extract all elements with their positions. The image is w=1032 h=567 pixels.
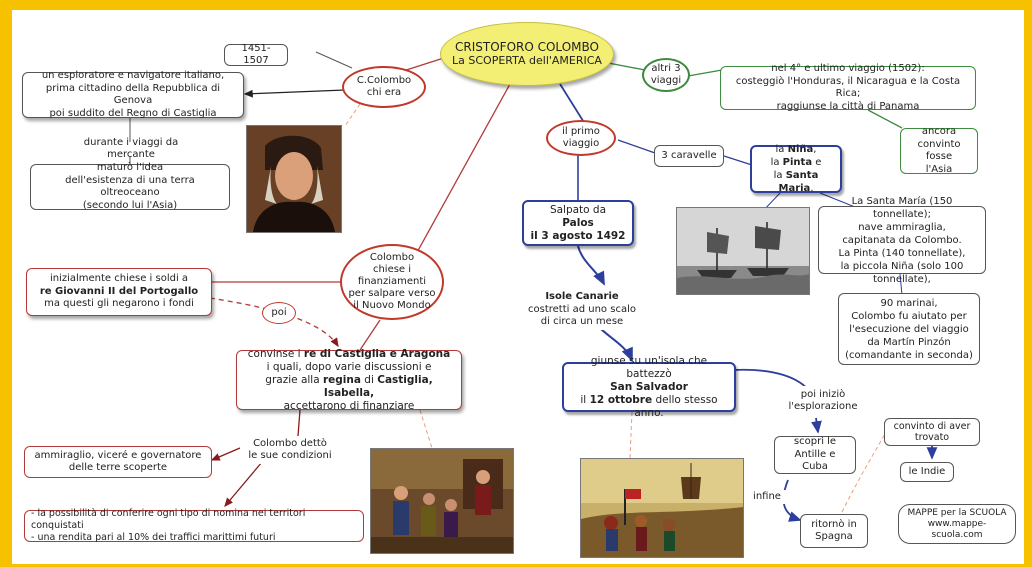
convinto-text: convinto di aver trovato bbox=[893, 420, 971, 444]
canarie-text: costretti ad uno scalo di circa un mese bbox=[528, 303, 636, 328]
poi-text: poi bbox=[271, 306, 287, 318]
salpato-box: Salpato da Palos il 3 agosto 1492 bbox=[522, 200, 634, 246]
ammiraglio-text: ammiraglio, viceré e governatore delle t… bbox=[34, 449, 202, 474]
ship-santa-maria: la Santa Maria. bbox=[773, 170, 819, 194]
title-line1: CRISTOFORO COLOMBO bbox=[455, 40, 599, 54]
rendita-box: - la possibilità di conferire ogni tipo … bbox=[24, 508, 364, 543]
ritorno-text: ritornò in Spagna bbox=[811, 518, 857, 543]
rendita-text: - la possibilità di conferire ogni tipo … bbox=[31, 508, 306, 543]
poi-inizio-text: poi iniziò l'esplorazione bbox=[788, 388, 858, 413]
finanziamenti-oval: Colombo chiese i finanziamenti per salpa… bbox=[340, 244, 444, 320]
salpato-palos: Palos bbox=[562, 216, 594, 229]
columbus-portrait bbox=[246, 125, 342, 233]
infine-text: infine bbox=[753, 490, 781, 502]
poi-oval: poi bbox=[262, 302, 296, 324]
convinto-box: convinto di aver trovato bbox=[884, 418, 980, 446]
santa-maria-detail-text: La Santa María (150 tonnellate); nave am… bbox=[838, 195, 966, 285]
portogallo-king: re Giovanni II del Portogallo bbox=[39, 285, 199, 297]
marinai-text: 90 marinai, Colombo fu aiutato per l'ese… bbox=[845, 297, 973, 361]
court-painting bbox=[370, 448, 514, 554]
poi-inizio-label: poi iniziò l'esplorazione bbox=[782, 386, 864, 416]
primo-viaggio-text: il primo viaggio bbox=[562, 125, 600, 150]
convinse-line1: convinse i re di Castiglia e Aragona bbox=[247, 347, 451, 360]
caravelle-text: 3 caravelle bbox=[661, 149, 717, 161]
ritorno-box: ritornò in Spagna bbox=[800, 514, 868, 548]
marinai-box: 90 marinai, Colombo fu aiutato per l'ese… bbox=[838, 293, 980, 365]
quarto-viaggio-text: nel 4° e ultimo viaggio (1502): costeggi… bbox=[735, 63, 961, 112]
giunse-box: giunse su un'isola che battezzò San Salv… bbox=[562, 355, 736, 419]
portogallo-box: inizialmente chiese i soldi a re Giovann… bbox=[26, 268, 212, 316]
ancora-box: ancora convinto fosse l'Asia bbox=[900, 126, 978, 175]
caravels-engraving bbox=[676, 207, 810, 295]
antille-text: scoprì le Antille e Cuba bbox=[793, 436, 837, 473]
explorer-text: un esploratore e navigatore italiano, pr… bbox=[41, 70, 225, 119]
years-text: 1451-1507 bbox=[241, 42, 271, 67]
indie-box: le Indie bbox=[900, 462, 954, 482]
portogallo-line1: inizialmente chiese i soldi a bbox=[49, 273, 189, 285]
durante-label: durante i viaggi da mercante bbox=[56, 137, 206, 160]
canarie-title: Isole Canarie bbox=[545, 291, 619, 303]
matur-box: maturò l'idea dell'esistenza di una terr… bbox=[30, 162, 230, 211]
canarie-node: Isole Canarie costretti ad uno scalo di … bbox=[524, 290, 640, 330]
credit-box: MAPPE per la SCUOLA www.mappe-scuola.com bbox=[898, 504, 1016, 544]
explorer-box: un esploratore e navigatore italiano, pr… bbox=[22, 70, 244, 119]
altri-viaggi-text: altri 3 viaggi bbox=[650, 62, 682, 87]
primo-viaggio-oval: il primo viaggio bbox=[546, 120, 616, 156]
santa-maria-detail-box: La Santa María (150 tonnellate); nave am… bbox=[818, 196, 986, 285]
condizioni-text: Colombo dettò le sue condizioni bbox=[248, 437, 332, 462]
indie-text: le Indie bbox=[908, 465, 946, 477]
ship-pinta: la Pinta e bbox=[770, 157, 822, 168]
giunse-date: il 12 ottobre dello stesso anno. bbox=[580, 393, 718, 419]
title-oval: CRISTOFORO COLOMBO La SCOPERTA dell'AMER… bbox=[440, 22, 614, 86]
landing-painting bbox=[580, 458, 744, 558]
altri-viaggi-oval: altri 3 viaggi bbox=[642, 58, 690, 92]
giunse-island: San Salvador bbox=[610, 380, 688, 393]
matur-text: maturò l'idea dell'esistenza di una terr… bbox=[65, 162, 195, 211]
ancora-text: ancora convinto fosse l'Asia bbox=[917, 126, 961, 175]
antille-box: scoprì le Antille e Cuba bbox=[774, 436, 856, 474]
ship-nina: la Niña, bbox=[775, 144, 817, 155]
salpato-date: il 3 agosto 1492 bbox=[530, 229, 626, 242]
finanziamenti-text: Colombo chiese i finanziamenti per salpa… bbox=[348, 252, 436, 311]
title-line2: La SCOPERTA dell'AMERICA bbox=[452, 54, 602, 67]
years-box: 1451-1507 bbox=[224, 42, 288, 67]
condizioni-label: Colombo dettò le sue condizioni bbox=[240, 436, 340, 464]
convinse-line4: accettarono di finanziare bbox=[283, 399, 415, 412]
portogallo-line3: ma questi gli negarono i fondi bbox=[44, 298, 194, 310]
credit-text: MAPPE per la SCUOLA www.mappe-scuola.com bbox=[907, 507, 1007, 540]
ammiraglio-box: ammiraglio, viceré e governatore delle t… bbox=[24, 446, 212, 478]
caravelle-box: 3 caravelle bbox=[654, 145, 724, 167]
convinse-box: convinse i re di Castiglia e Aragona i q… bbox=[236, 347, 462, 412]
giunse-line1: giunse su un'isola che battezzò bbox=[590, 354, 708, 380]
chi-era-oval: C.Colombo chi era bbox=[342, 66, 426, 108]
durante-text: durante i viaggi da mercante bbox=[83, 136, 179, 161]
infine-label: infine bbox=[748, 490, 786, 504]
convinse-line2: i quali, dopo varie discussioni e bbox=[266, 360, 432, 373]
convinse-line3: grazie alla regina di Castiglia, Isabell… bbox=[265, 373, 433, 399]
chi-era-text: C.Colombo chi era bbox=[356, 74, 412, 99]
quarto-viaggio-box: nel 4° e ultimo viaggio (1502): costeggi… bbox=[720, 63, 976, 112]
salpato-line1: Salpato da bbox=[549, 203, 607, 216]
ships-box: la Niña, la Pinta e la Santa Maria. bbox=[750, 144, 842, 194]
